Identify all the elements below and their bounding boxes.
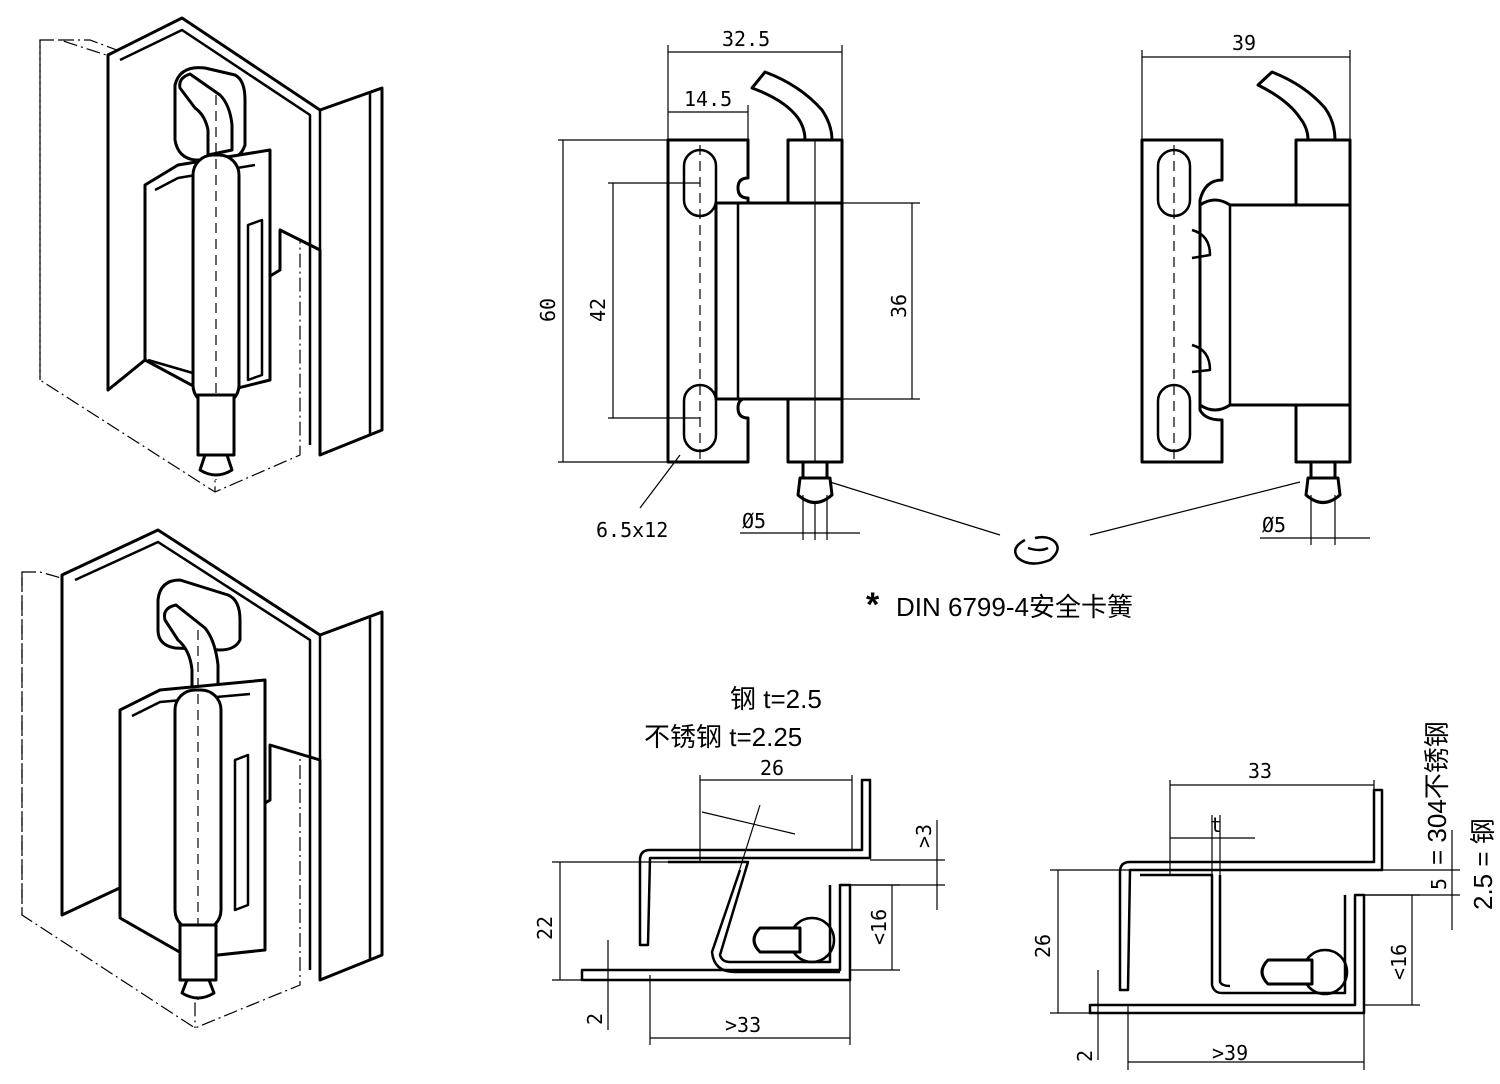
dim-sec1-thickness: 2 [583, 1013, 607, 1025]
dim-front-pin-dia: Ø5 [742, 509, 766, 533]
front-view: 32.5 14.5 60 42 36 6.5x12 Ø5 [536, 27, 1001, 542]
dim-sec1-gap: >3 [912, 824, 936, 848]
dim-front-width-plate: 14.5 [684, 87, 732, 111]
gap-note-steel: 2.5 = 钢 [1468, 818, 1498, 910]
isometric-view-top [39, 16, 384, 493]
dim-front-width-total: 32.5 [722, 27, 770, 51]
dim-front-height-total: 60 [536, 298, 560, 322]
thickness-steel: 钢 t=2.5 [730, 684, 822, 714]
thickness-stainless: 不锈钢 t=2.25 [644, 722, 802, 752]
section-view-1: 钢 t=2.5 不锈钢 t=2.25 26 >3 22 <16 2 >33 [533, 684, 945, 1045]
dim-back-pin-dia: Ø5 [1262, 513, 1286, 537]
dim-back-width-total: 39 [1232, 31, 1256, 55]
dim-sec1-width-bottom: >33 [725, 1013, 761, 1037]
dim-sec2-width-bottom: >39 [1212, 1041, 1248, 1065]
dim-sec2-height: 26 [1031, 934, 1055, 958]
dim-sec1-width-top: 26 [760, 756, 784, 780]
dim-sec2-gap: 5 [1427, 878, 1451, 890]
dim-sec2-inner-height: <16 [1387, 944, 1411, 980]
dim-sec2-thickness: 2 [1073, 1050, 1097, 1062]
circlip-marker: * [866, 586, 880, 624]
dim-sec1-inner-height: <16 [867, 909, 891, 945]
dim-front-leaf-height: 36 [887, 294, 911, 318]
dim-sec2-width-top: 33 [1248, 759, 1272, 783]
isometric-view-bottom [21, 528, 384, 1029]
back-view: 39 Ø5 [1089, 31, 1370, 545]
dim-front-hole-pitch: 42 [586, 298, 610, 322]
circlip-note: DIN 6799-4安全卡簧 [896, 592, 1133, 622]
dim-sec1-height: 22 [533, 916, 557, 940]
dim-sec2-t: t [1210, 813, 1222, 837]
gap-note-stainless: = 304不锈钢 [1422, 721, 1452, 865]
circlip: * DIN 6799-4安全卡簧 [866, 535, 1133, 624]
section-view-2: 33 t 5 26 <16 2 >39 = 304不锈钢 2.5 = 钢 [1031, 721, 1498, 1070]
dim-front-slot-size: 6.5x12 [596, 518, 668, 542]
